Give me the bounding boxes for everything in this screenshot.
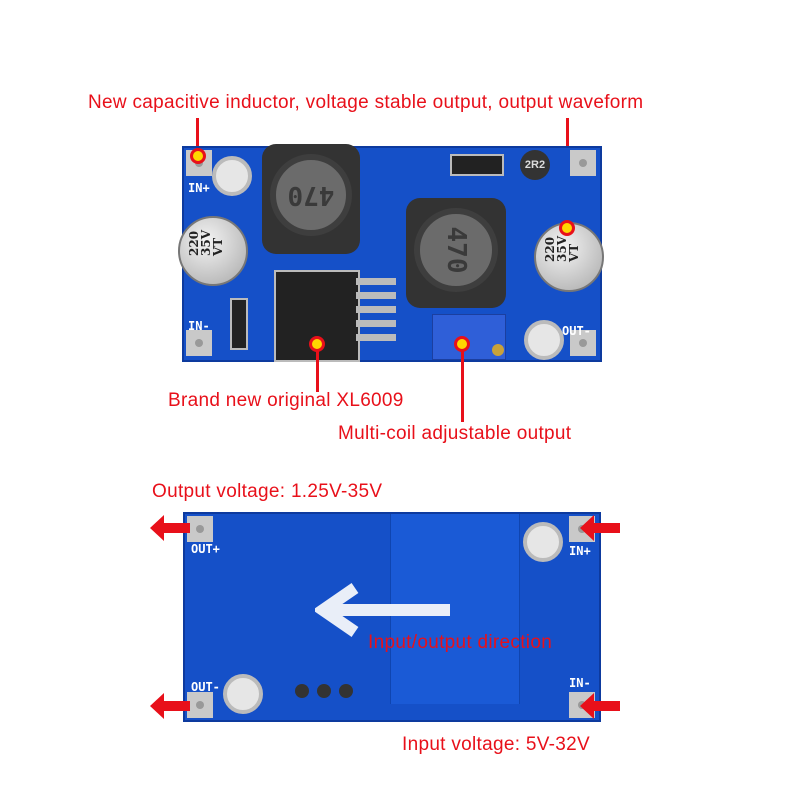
direction-arrow-icon [315, 583, 450, 637]
silk-in-plus: IN+ [569, 544, 591, 558]
pointer-line [196, 118, 199, 156]
mount-hole [523, 522, 563, 562]
mount-hole [524, 320, 564, 360]
pointer-line [461, 350, 464, 422]
diode [230, 298, 248, 350]
silk-in-minus: IN- [188, 319, 210, 333]
bottom-pcb: OUT+ OUT- IN+ IN- [183, 512, 601, 722]
silk-in-minus: IN- [569, 676, 591, 690]
capacitor: 220 35V VT [178, 216, 248, 286]
arrow-left-icon [150, 693, 190, 719]
out-minus-pad [187, 692, 213, 718]
chip-annotation: Brand new original XL6009 [168, 390, 404, 411]
inductor-annotation: New capacitive inductor, voltage stable … [88, 92, 644, 113]
mount-hole [212, 156, 252, 196]
diode [450, 154, 504, 176]
inductor: 470 [262, 144, 360, 254]
output-voltage-annotation: Output voltage: 1.25V-35V [152, 481, 383, 502]
chip-pins [356, 278, 396, 348]
silk-out-plus: OUT+ [191, 542, 220, 556]
out-minus-pad [570, 330, 596, 356]
arrow-left-icon [580, 693, 620, 719]
silk-out-minus: OUT- [191, 680, 220, 694]
input-voltage-annotation: Input voltage: 5V-32V [402, 734, 590, 755]
in-minus-pad [186, 330, 212, 356]
marker-dot [559, 220, 575, 236]
pointer-line [316, 350, 319, 392]
direction-annotation: Input/output direction [368, 632, 553, 653]
marker-dot [190, 148, 206, 164]
silk-in-plus: IN+ [188, 181, 210, 195]
arrow-left-icon [150, 515, 190, 541]
pot-screw [492, 344, 504, 356]
arrow-left-icon [580, 515, 620, 541]
pad [570, 150, 596, 176]
top-pcb: IN+ IN- OUT- 220 35V VT 220 35V VT 470 4… [178, 144, 604, 362]
small-inductor: 2R2 [520, 150, 550, 180]
inductor: 470 [406, 198, 506, 308]
pot-annotation: Multi-coil adjustable output [338, 423, 572, 444]
out-plus-pad [187, 516, 213, 542]
mount-hole [223, 674, 263, 714]
silk-out-minus: OUT- [562, 324, 591, 338]
vias [295, 684, 355, 700]
